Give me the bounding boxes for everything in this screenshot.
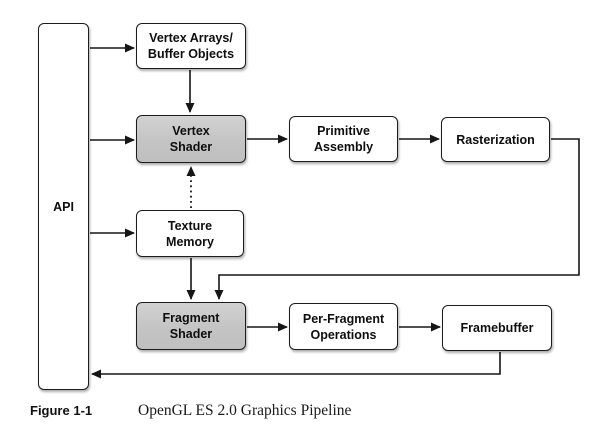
node-rasterization-label: Rasterization: [456, 132, 535, 147]
node-fragment-shader-label: Fragment Shader: [162, 311, 220, 341]
node-api-label: API: [53, 199, 74, 214]
node-vertex-shader: Vertex Shader: [136, 115, 246, 163]
figure-caption-title: OpenGL ES 2.0 Graphics Pipeline: [138, 402, 352, 419]
figure-caption: Figure 1-1 OpenGL ES 2.0 Graphics Pipeli…: [30, 402, 351, 420]
node-rasterization: Rasterization: [441, 117, 550, 162]
node-texture-memory: Texture Memory: [136, 210, 244, 257]
node-framebuffer-label: Framebuffer: [460, 321, 534, 335]
node-texture-memory-label: Texture Memory: [166, 218, 214, 249]
node-api: API: [38, 23, 89, 390]
node-primitive-assembly: Primitive Assembly: [289, 116, 398, 162]
node-per-fragment-operations: Per-Fragment Operations: [289, 303, 398, 350]
node-vertex-arrays-buffer-objects: Vertex Arrays/ Buffer Objects: [136, 23, 246, 69]
node-vertex-shader-label: Vertex Shader: [169, 124, 213, 154]
node-primitive-assembly-label: Primitive Assembly: [313, 124, 374, 154]
node-vertex-arrays-label: Vertex Arrays/ Buffer Objects: [147, 31, 235, 61]
node-per-fragment-operations-label: Per-Fragment Operations: [302, 311, 385, 342]
arrow-framebuffer-to-api: [91, 352, 501, 379]
node-fragment-shader: Fragment Shader: [136, 302, 246, 350]
figure-caption-label: Figure 1-1: [30, 403, 93, 418]
node-framebuffer: Framebuffer: [442, 305, 552, 351]
arrow-rasterization-to-fragment-shader: [214, 138, 580, 300]
